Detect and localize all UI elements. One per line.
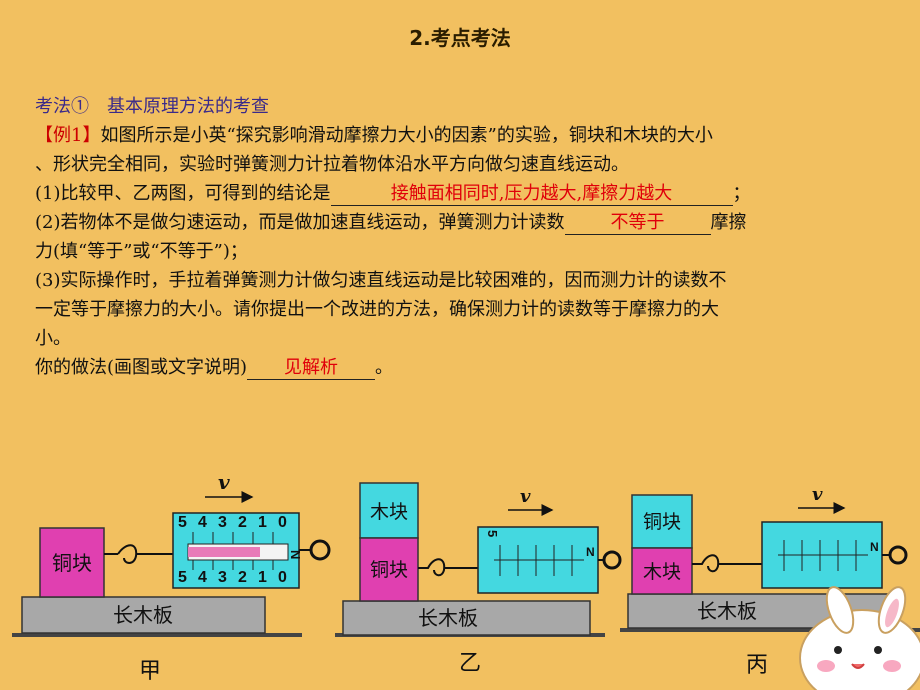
question-3-line-3: 小。 — [35, 328, 71, 349]
question-3-answer-line: 你的做法(画图或文字说明)见解析。 — [35, 353, 915, 382]
scale-unit: N — [288, 550, 303, 559]
wood-block — [631, 547, 693, 595]
hook — [104, 544, 138, 564]
scale-ticks — [778, 540, 868, 571]
q1-answer-blank: 接触面相同时,压力越大,摩擦力越大 — [330, 183, 733, 206]
pull-ring — [602, 550, 622, 570]
wood-block-label: 木块 — [643, 561, 681, 583]
question-text: 考法① 基本原理方法的考查 【例1】如图所示是小英“探究影响滑动摩擦力大小的因素… — [35, 92, 915, 382]
scale-unit: N — [870, 540, 879, 554]
scale-unit: N — [586, 545, 595, 559]
scale-ticks — [192, 532, 274, 570]
ground-line — [12, 633, 302, 637]
caption-bing: 丙 — [746, 652, 768, 677]
q2-prefix: (2)若物体不是做匀速运动，而是做加速直线运动，弹簧测力计读数 — [35, 212, 565, 233]
rabbit-icon — [799, 586, 920, 690]
q2-suffix: 摩擦 — [710, 212, 747, 233]
setup-jia: 长木板 铜块 5 4 3 2 1 0 5 4 3 2 1 0 N — [12, 470, 331, 683]
page-title: 2.考点考法 — [409, 26, 511, 50]
wood-block — [359, 482, 419, 539]
setup-bing: 长木板 铜块 木块 N v 丙 — [620, 484, 920, 677]
board-label: 长木板 — [697, 600, 757, 623]
velocity-label: v — [520, 486, 531, 507]
caption-yi: 乙 — [459, 650, 481, 675]
intro-text-1: 如图所示是小英“探究影响滑动摩擦力大小的因素”的实验，铜块和木块的大小 — [100, 125, 713, 146]
copper-block-label: 铜块 — [643, 511, 681, 533]
copper-block — [631, 494, 693, 549]
velocity-label: v — [812, 484, 823, 505]
q3-suffix: 。 — [375, 357, 394, 378]
intro-line-1: 【例1】如图所示是小英“探究影响滑动摩擦力大小的因素”的实验，铜块和木块的大小 — [35, 121, 915, 150]
scale-ticks — [494, 545, 584, 576]
scale-digits-bottom: 5 4 3 2 1 0 — [178, 569, 287, 586]
wood-block-label: 木块 — [370, 501, 408, 523]
hook — [692, 554, 720, 573]
experiment-figure: 长木板 铜块 5 4 3 2 1 0 5 4 3 2 1 0 N — [12, 470, 920, 690]
q1-prefix: (1)比较甲、乙两图，可得到的结论是 — [35, 183, 331, 204]
caption-jia: 甲 — [139, 658, 161, 683]
method-heading: 考法① 基本原理方法的考查 — [35, 92, 915, 121]
copper-block — [359, 537, 419, 602]
long-board — [342, 600, 591, 636]
question-3-line-2: 一定等于摩擦力的大小。请你提出一个改进的方法，确保测力计的读数等于摩擦力的大 — [35, 299, 719, 320]
question-2-line-2: 力(填“等于”或“不等于”)； — [35, 241, 248, 262]
question-1: (1)比较甲、乙两图，可得到的结论是接触面相同时,压力越大,摩擦力越大； — [35, 179, 915, 208]
scale-indicator — [188, 547, 260, 557]
method-heading-text: 考法① 基本原理方法的考查 — [35, 96, 269, 117]
velocity-label: v — [218, 470, 230, 494]
copper-block — [39, 527, 105, 598]
hook — [418, 558, 446, 577]
q1-suffix: ； — [732, 183, 751, 204]
ground-line — [620, 628, 920, 632]
long-board — [21, 596, 266, 634]
pull-ring — [309, 539, 331, 561]
copper-block-label: 铜块 — [370, 559, 408, 581]
q2-answer-blank: 不等于 — [564, 212, 711, 235]
scale-digits-top: 5 4 3 2 1 0 — [178, 514, 287, 531]
example-tag: 【例1】 — [35, 125, 101, 146]
board-label: 长木板 — [113, 604, 173, 627]
copper-block-label: 铜块 — [52, 552, 92, 575]
intro-line-2: 、形状完全相同，实验时弹簧测力计拉着物体沿水平方向做匀速直线运动。 — [35, 154, 629, 175]
q3-answer-blank: 见解析 — [247, 357, 376, 380]
setup-yi: 长木板 木块 铜块 5 N v 乙 — [335, 482, 622, 675]
scale-digits-top: 5 — [485, 530, 500, 537]
q3-prefix: 你的做法(画图或文字说明) — [35, 357, 248, 378]
board-label: 长木板 — [418, 607, 478, 630]
question-2: (2)若物体不是做匀速运动，而是做加速直线运动，弹簧测力计读数不等于摩擦 — [35, 208, 915, 237]
question-3-line-1: (3)实际操作时，手拉着弹簧测力计做匀速直线运动是比较困难的，因而测力计的读数不 — [35, 270, 727, 291]
pull-ring — [888, 545, 908, 565]
